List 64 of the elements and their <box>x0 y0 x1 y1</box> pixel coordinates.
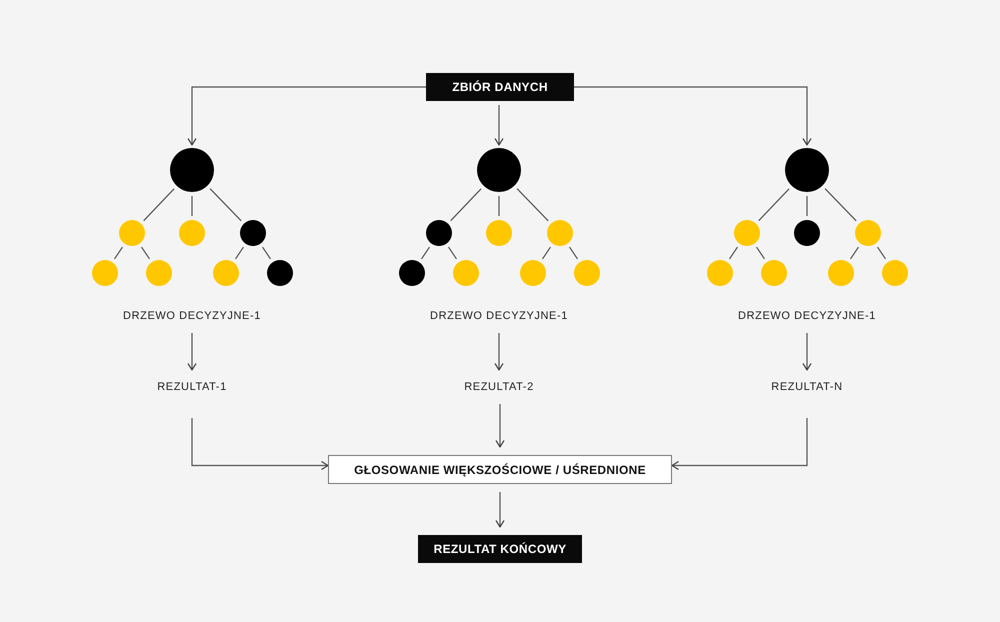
tree-branch-line <box>877 246 886 260</box>
tree-branch-line <box>806 196 808 216</box>
tree-node-circle <box>785 148 829 192</box>
arrow <box>495 492 505 528</box>
tree-node-circle <box>855 220 881 246</box>
tree-node-circle <box>170 148 214 192</box>
tree-branch-line <box>448 246 457 260</box>
arrow <box>191 418 329 470</box>
tree-branch-line <box>850 246 859 260</box>
tree-branch-line <box>191 196 193 216</box>
tree-node-circle <box>92 260 118 286</box>
arrow <box>187 333 197 371</box>
tree-node-circle <box>734 220 760 246</box>
tree-node-circle <box>486 220 512 246</box>
tree-node-circle <box>267 260 293 286</box>
tree-branch-line <box>498 196 500 216</box>
tree-node-circle <box>399 260 425 286</box>
tree-node-circle <box>119 220 145 246</box>
tree-node-circle <box>453 260 479 286</box>
tree-branch-line <box>542 246 551 260</box>
tree-branch-line <box>114 246 123 260</box>
tree-label: DRZEWO DECYZYJNE-1 <box>717 307 897 325</box>
tree-branch-line <box>143 188 174 222</box>
tree-node-circle <box>828 260 854 286</box>
tree-label: DRZEWO DECYZYJNE-1 <box>409 307 589 325</box>
tree-node-circle <box>520 260 546 286</box>
tree-branch-line <box>824 188 857 222</box>
tree-node-circle <box>477 148 521 192</box>
tree-branch-line <box>421 246 430 260</box>
tree-branch-line <box>210 188 242 222</box>
tree-branch-line <box>450 188 482 222</box>
tree-branch-line <box>758 188 790 222</box>
tree-node-circle <box>240 220 266 246</box>
result-label: REZULTAT-N <box>757 378 857 396</box>
tree-branch-line <box>756 246 765 260</box>
tree-branch-line <box>262 246 271 260</box>
tree-node-circle <box>426 220 452 246</box>
tree-node-circle <box>213 260 239 286</box>
tree-branch-line <box>569 246 578 260</box>
tree-branch-line <box>516 188 549 222</box>
tree-node-circle <box>547 220 573 246</box>
arrow <box>187 86 426 146</box>
arrow <box>574 86 812 146</box>
tree-node-circle <box>146 260 172 286</box>
tree-branch-line <box>729 246 738 260</box>
tree-branch-line <box>235 246 244 260</box>
result-label: REZULTAT-2 <box>449 378 549 396</box>
tree-node-circle <box>794 220 820 246</box>
result-label: REZULTAT-1 <box>142 378 242 396</box>
arrow <box>494 333 504 371</box>
tree-node-circle <box>179 220 205 246</box>
final-result-box: REZULTAT KOŃCOWY <box>418 535 582 563</box>
arrow <box>494 105 504 146</box>
tree-node-circle <box>882 260 908 286</box>
arrow <box>495 404 505 448</box>
tree-branch-line <box>141 246 150 260</box>
tree-label: DRZEWO DECYZYJNE-1 <box>102 307 282 325</box>
tree-node-circle <box>761 260 787 286</box>
arrow <box>671 418 808 470</box>
tree-node-circle <box>574 260 600 286</box>
dataset-box: ZBIÓR DANYCH <box>426 73 574 101</box>
voting-box: GŁOSOWANIE WIĘKSZOŚCIOWE / UŚREDNIONE <box>328 455 672 484</box>
tree-node-circle <box>707 260 733 286</box>
arrow <box>802 333 812 371</box>
